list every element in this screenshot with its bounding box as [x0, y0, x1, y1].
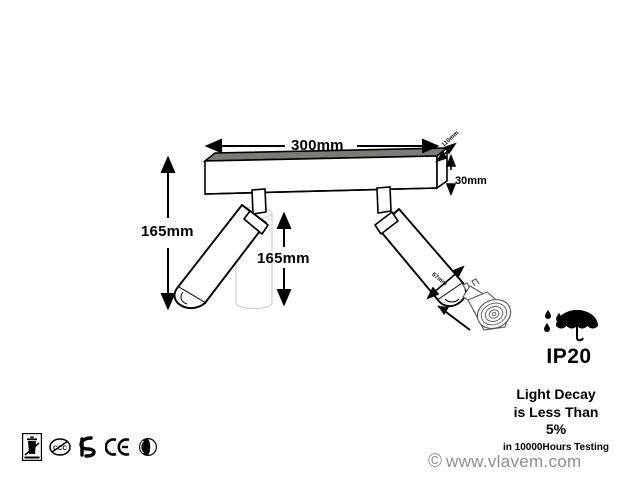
- right-mounting-stem: [376, 186, 392, 214]
- left-mounting-stem: [251, 188, 267, 215]
- watermark-url: www.vlavem.com: [446, 452, 582, 471]
- dimension-label-165mm-center: 165mm: [257, 250, 310, 267]
- left-spotlight-head: [173, 204, 269, 310]
- certification-marks: CCC GS: [22, 433, 158, 461]
- dimension-165mm-left: [160, 155, 176, 311]
- ce-icon: [105, 438, 130, 456]
- green-dot-icon: [139, 438, 157, 456]
- gu10-bulb: [462, 278, 512, 331]
- dimension-300mm: [204, 138, 440, 154]
- light-decay-line-1: Light Decay: [516, 386, 596, 402]
- ip-rating-block: IP20: [526, 306, 612, 369]
- dimension-label-165mm-left: 165mm: [141, 223, 194, 240]
- mounting-bar: [202, 146, 450, 195]
- dimension-30mm: [445, 153, 457, 197]
- light-decay-condition: in 10000Hours Testing: [503, 441, 609, 453]
- dimension-bar-depth: [435, 142, 457, 163]
- dimension-165mm-center: [276, 211, 292, 307]
- dimension-head-diameter: [426, 265, 465, 300]
- ccc-icon: CCC: [49, 438, 71, 456]
- umbrella-rain-icon: [544, 310, 598, 342]
- svg-text:CCC: CCC: [53, 445, 67, 452]
- bulb-leader-arrow: [437, 305, 471, 331]
- dimension-label-300mm: 300mm: [291, 137, 344, 154]
- copyright-icon: ©: [428, 451, 442, 472]
- gs-safety-icon: GS: [79, 436, 96, 459]
- svg-text:GS: GS: [85, 454, 91, 459]
- light-decay-block: Light Decay is Less Than 5% in 10000Hour…: [476, 386, 636, 453]
- right-spotlight-head: [374, 208, 467, 308]
- watermark: © www.vlavem.com: [428, 452, 582, 471]
- weee-crossed-bin-icon: [22, 433, 42, 461]
- light-decay-line-2: is Less Than: [513, 403, 599, 420]
- light-decay-value: 5%: [545, 421, 567, 437]
- ip-rating-label: IP20: [546, 345, 592, 368]
- dimension-label-30mm: 30mm: [455, 175, 487, 187]
